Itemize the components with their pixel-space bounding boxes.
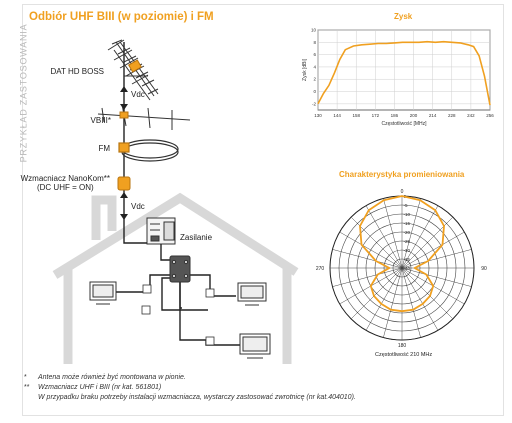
gain-series-line: [317, 40, 491, 106]
y-tick-label: 4: [313, 64, 316, 69]
power-supply: [146, 217, 176, 245]
angle-label: 270: [316, 266, 325, 272]
radial-tick-label: -10: [404, 212, 411, 217]
footnote-3: W przypadku braku potrzeby instalacji wz…: [24, 393, 356, 403]
dc-arrows: [120, 86, 128, 220]
polar-spoke: [350, 267, 403, 320]
x-tick-label: 130: [314, 113, 322, 118]
polar-spoke: [401, 267, 454, 320]
splitter: [169, 255, 191, 283]
polar-spoke: [401, 267, 421, 338]
label-vdc-top: Vdc: [131, 90, 145, 99]
y-tick-label: 6: [313, 52, 316, 57]
label-dat-hd-boss: DAT HD BOSS: [50, 67, 105, 76]
x-tick-label: 158: [352, 113, 360, 118]
polar-spoke: [332, 249, 403, 269]
angle-label: 0: [401, 189, 404, 195]
y-tick-label: 10: [311, 28, 317, 33]
gain-chart-title: Zysk: [394, 12, 413, 21]
label-amplifier: Wzmacniacz NanoKom** (DC UHF = ON): [21, 174, 110, 192]
polar-spoke: [401, 198, 421, 269]
tv-sets: [89, 281, 271, 359]
content-frame: [22, 4, 504, 416]
footnote-1-mark: *: [24, 374, 27, 381]
polar-spoke: [365, 205, 403, 269]
label-power-supply: Zasilanie: [180, 233, 213, 242]
gain-chart: 130 144 158 172 186 200 214 228 242 256 -2 0 2 4 6 8 10C…: [302, 28, 494, 128]
y-tick-label: 0: [313, 89, 316, 94]
angle-label: 90: [481, 266, 487, 272]
y-axis-label: Zysk [dBi]: [302, 58, 308, 81]
fm-antenna: [118, 139, 179, 162]
polar-chart-xlabel: Częstotliwość 210 MHz: [375, 352, 433, 358]
y-tick-label: 2: [313, 77, 316, 82]
label-amplifier-line2: (DC UHF = ON): [36, 183, 94, 192]
radial-tick-label: -25: [404, 239, 411, 244]
footnote-2-text: Wzmacniacz UHF i BIII (nr kat. 561801): [38, 384, 162, 391]
polar-spoke: [339, 231, 403, 269]
polar-spoke: [401, 267, 472, 287]
x-tick-label: 186: [391, 113, 399, 118]
polar-spoke: [401, 205, 439, 269]
polar-spoke: [401, 267, 439, 331]
x-tick-label: 228: [448, 113, 456, 118]
x-tick-label: 256: [486, 113, 494, 118]
page-title: Odbiór UHF BIII (w poziomie) i FM: [29, 11, 214, 23]
label-fm: FM: [98, 144, 110, 153]
x-tick-label: 214: [429, 113, 437, 118]
footnote-2: ** Wzmacniacz UHF i BIII (nr kat. 561801): [24, 383, 356, 393]
wall-sockets: [141, 284, 215, 346]
x-tick-label: 242: [467, 113, 475, 118]
coax-cables: [114, 238, 240, 346]
polar-spoke: [383, 267, 403, 338]
radial-tick-label: -30: [404, 248, 411, 253]
house-outline: [52, 192, 299, 364]
angle-label: 180: [398, 343, 407, 349]
radial-tick-label: -35: [404, 257, 411, 262]
x-axis-label: Częstotliwość [MHz]: [381, 121, 427, 127]
amplifier: [117, 176, 131, 191]
footnote-3-text: W przypadku braku potrzeby instalacji wz…: [38, 394, 356, 401]
footnote-1: * Antena może również być montowana w pio…: [24, 373, 356, 383]
radial-tick-label: -15: [404, 221, 411, 226]
label-vbiii: VBIII*: [90, 116, 111, 125]
radiation-pattern-line: [359, 195, 445, 313]
footnotes: * Antena może również być montowana w pio…: [24, 373, 356, 403]
footnote-2-mark: **: [24, 384, 30, 391]
dat-hd-boss-antenna: [107, 39, 159, 101]
vbiii-antenna: [97, 103, 191, 130]
label-vdc-bottom: Vdc: [131, 202, 145, 211]
radial-tick-label: -20: [404, 230, 411, 235]
x-tick-label: 144: [333, 113, 341, 118]
x-tick-label: 200: [410, 113, 418, 118]
y-tick-label: 8: [313, 40, 316, 45]
radial-tick-label: -5: [404, 203, 408, 208]
footnote-1-text: Antena może również być montowana w pion…: [38, 374, 186, 381]
polar-chart-title: Charakterystyka promieniowania: [339, 170, 465, 179]
radial-tick-label: -40: [404, 266, 411, 271]
polar-spoke: [401, 231, 465, 269]
y-tick-label: -2: [312, 101, 316, 106]
polar-spoke: [401, 249, 472, 269]
polar-spoke: [332, 267, 403, 287]
label-amplifier-line1: Wzmacniacz NanoKom**: [20, 174, 110, 183]
polar-spoke: [365, 267, 403, 331]
x-tick-label: 172: [372, 113, 380, 118]
polar-spoke: [383, 198, 403, 269]
